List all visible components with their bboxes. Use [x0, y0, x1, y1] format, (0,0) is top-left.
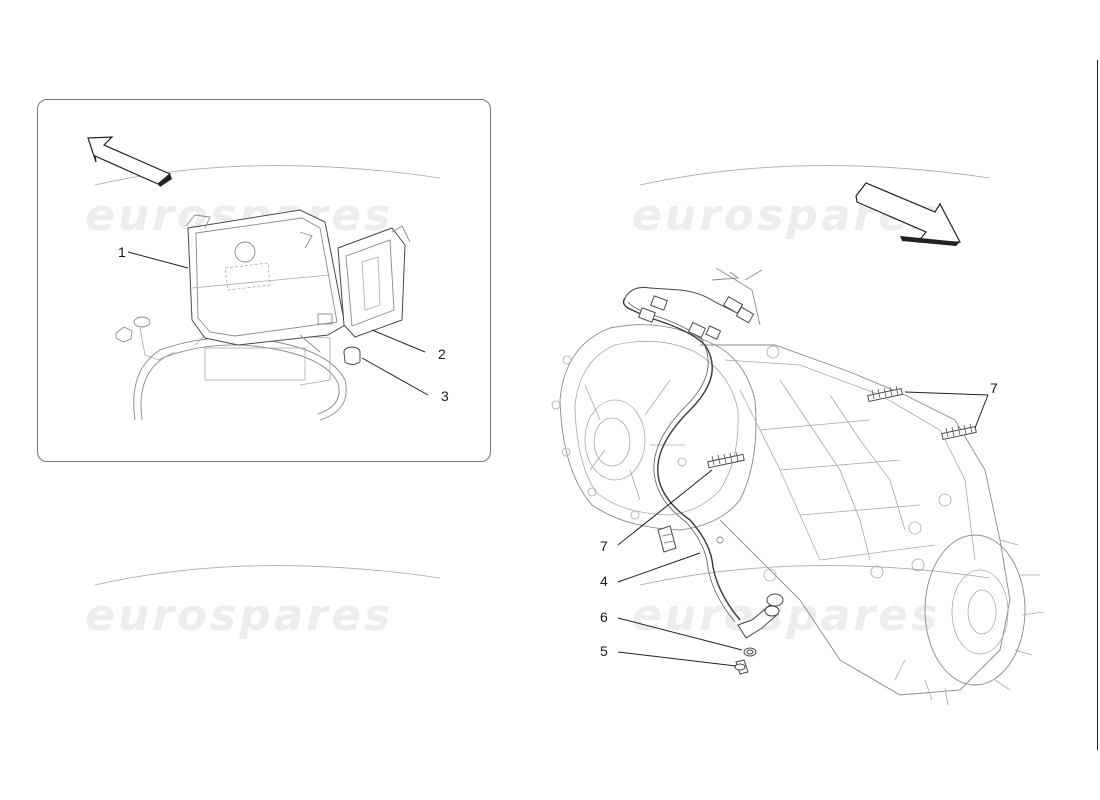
o-ring	[743, 647, 757, 657]
direction-arrow-icon	[87, 136, 172, 187]
mounting-bolt	[734, 659, 749, 675]
speed-sensor-cable	[622, 267, 784, 639]
watermark-bottom-right: eurospares	[632, 590, 940, 641]
ground-nut-icon	[115, 316, 176, 361]
ecu-control-unit	[185, 209, 346, 353]
callout-label: 5	[600, 643, 608, 659]
page-edge-rule	[1097, 60, 1098, 750]
wiring-harness	[133, 329, 347, 421]
direction-arrow-icon	[855, 182, 961, 246]
stud-bolt	[941, 423, 977, 441]
callout-label: 7	[600, 538, 608, 554]
inset-panel-frame	[37, 99, 491, 462]
watermark-bottom-left: eurospares	[85, 590, 393, 641]
callout-label: 3	[441, 388, 449, 404]
stud-bolt	[867, 385, 903, 403]
stud-bolt	[707, 451, 745, 469]
callout-label: 6	[600, 609, 608, 625]
rubber-bush	[343, 346, 361, 365]
callout-label: 1	[118, 244, 126, 260]
ecu-bracket	[337, 225, 411, 338]
main-callout-leaders	[617, 391, 989, 667]
inset-callout-leaders	[127, 251, 429, 396]
callout-label: 7	[990, 380, 998, 396]
gearbox-housing	[551, 324, 1045, 706]
callout-label: 4	[600, 573, 608, 589]
callout-label: 2	[438, 346, 446, 362]
